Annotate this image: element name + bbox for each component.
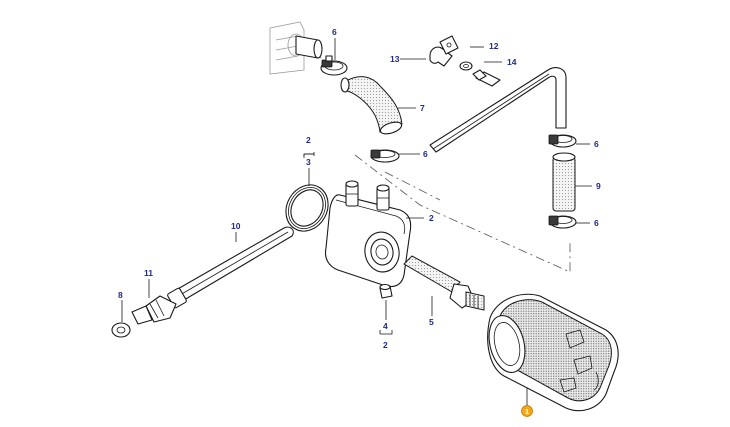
callout-6-right-top: 6 <box>594 139 599 149</box>
callout-13: 13 <box>390 54 400 64</box>
callout-8: 8 <box>118 290 123 300</box>
hose-clamp-6-middle <box>370 149 400 163</box>
callout-1-badge: 1 <box>521 405 533 417</box>
callout-14: 14 <box>507 57 517 67</box>
assembly-dash-lines <box>354 154 571 273</box>
callout-2-bottom: 2 <box>383 340 388 350</box>
threaded-nipple-5 <box>403 255 485 311</box>
pipe-10 <box>167 226 294 309</box>
callout-2-housing: 2 <box>429 213 434 223</box>
hose-clamp-6-right-bottom <box>548 215 577 229</box>
hose-clamp-6-right-top <box>548 134 577 148</box>
engine-mount-ghost <box>269 21 323 75</box>
hose-clamp-6-top <box>320 55 348 76</box>
bolt-14 <box>472 69 501 87</box>
oil-cooler-housing-2 <box>324 180 412 288</box>
callout-3: 3 <box>306 157 311 167</box>
hose-7 <box>340 76 403 135</box>
callout-12: 12 <box>489 41 499 51</box>
callout-2-group: 2 <box>306 135 311 145</box>
callout-5: 5 <box>429 317 434 327</box>
callout-6-right-bottom: 6 <box>594 218 599 228</box>
bracket-13 <box>429 35 459 67</box>
callout-labels: 6 13 12 14 7 6 6 9 6 2 3 2 10 11 8 4 2 5 <box>118 27 601 350</box>
callout-9: 9 <box>596 181 601 191</box>
callout-6-middle: 6 <box>423 149 428 159</box>
callout-11: 11 <box>144 268 153 278</box>
coolant-pipe-upper <box>429 67 567 153</box>
washer-8 <box>111 322 131 338</box>
oil-filter-1 <box>487 293 619 412</box>
callout-4: 4 <box>383 321 388 331</box>
callout-10: 10 <box>231 221 241 231</box>
o-ring-3 <box>285 184 329 232</box>
leader-lines <box>121 38 592 406</box>
drain-plug-4 <box>379 283 393 299</box>
washer-12 <box>459 61 473 71</box>
callout-1: 1 <box>525 407 529 416</box>
callout-6-top: 6 <box>332 27 337 37</box>
callout-7: 7 <box>420 103 425 113</box>
fitting-11 <box>131 295 177 325</box>
hose-9 <box>552 152 576 212</box>
